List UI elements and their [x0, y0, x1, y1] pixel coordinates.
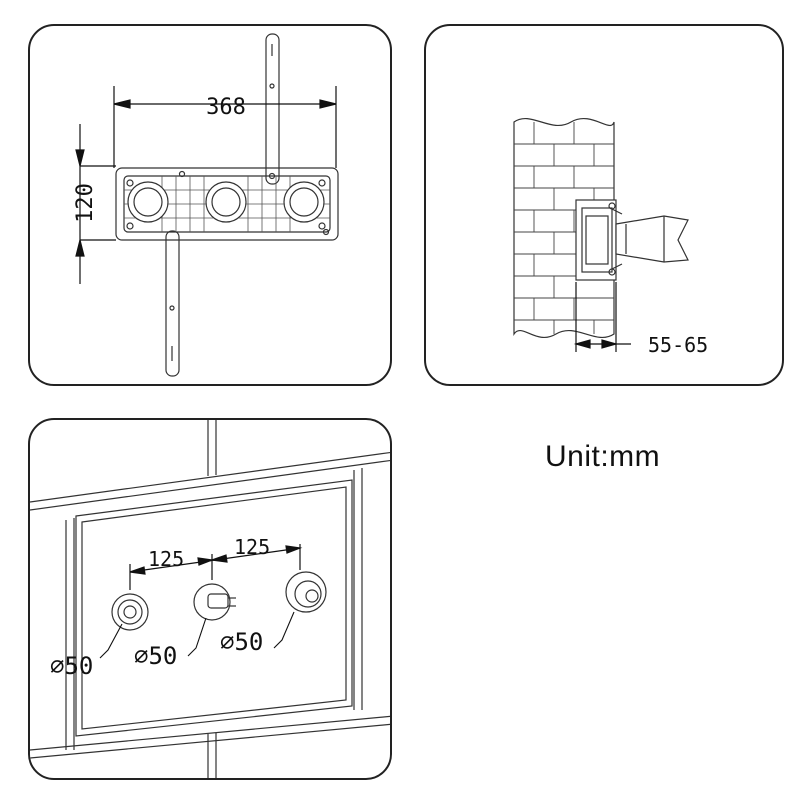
dia-1-label: ∅50 — [50, 652, 93, 680]
dim-width-label: 368 — [206, 95, 246, 120]
dim-depth-label: 55-65 — [648, 333, 708, 357]
dia-3-label: ∅50 — [220, 628, 263, 656]
dim-height-label: 120 — [73, 183, 98, 223]
top-view-drawing: 368 120 — [73, 33, 339, 377]
front-view-panel: 125 125 ∅50 ∅50 ∅50 — [28, 418, 392, 780]
valve-housing — [575, 199, 617, 281]
top-view-panel: 368 120 — [28, 24, 392, 386]
valve-spout — [615, 215, 689, 263]
valve-port-2 — [193, 583, 236, 621]
valve-body-1 — [127, 181, 169, 223]
valve-body-2 — [205, 181, 247, 223]
side-view-panel: 55-65 — [424, 24, 784, 386]
dim-spacing-left-label: 125 — [148, 547, 184, 571]
front-view-drawing: 125 125 ∅50 ∅50 ∅50 — [30, 420, 390, 778]
upper-strap — [265, 33, 280, 185]
unit-label: Unit:mm — [545, 440, 661, 473]
valve-port-3 — [285, 571, 327, 613]
valve-port-1 — [111, 593, 149, 631]
valve-body-3 — [283, 181, 325, 223]
brick-wall — [513, 117, 615, 339]
lower-strap — [165, 230, 180, 377]
dim-spacing-right-label: 125 — [234, 535, 270, 559]
side-view-drawing: 55-65 — [513, 117, 708, 357]
valve-frame — [115, 167, 339, 241]
dia-2-label: ∅50 — [134, 642, 177, 670]
